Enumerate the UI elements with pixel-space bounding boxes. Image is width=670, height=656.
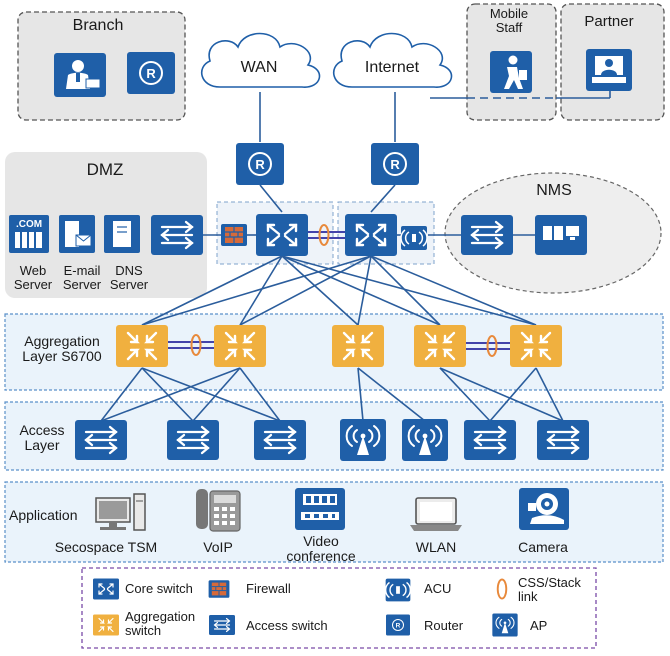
branch-user-icon: [54, 53, 106, 97]
internet-router-icon: [370, 142, 420, 186]
app-label-secospace: Secospace TSM: [54, 539, 158, 555]
legend-ap-icon: [491, 612, 519, 638]
wan-router-icon: [235, 142, 285, 186]
agg-switch-4-icon: [412, 323, 468, 369]
legend-access-switch-label: Access switch: [246, 618, 328, 633]
access-switch-2-icon: [165, 418, 221, 462]
email-server-icon: [59, 215, 95, 253]
partner-label: Partner: [584, 13, 634, 30]
ip-phone-icon: [196, 489, 241, 532]
dns-server-icon: [104, 215, 140, 253]
legend-access-switch-icon: [208, 614, 236, 636]
core-switch-right-icon: [343, 212, 399, 258]
access-switch-1-icon: [73, 418, 129, 462]
video-conference-icon: [295, 488, 345, 530]
mobile-staff-label: Mobile Staff: [489, 6, 529, 35]
agg-switch-5-icon: [508, 323, 564, 369]
app-label-video-conference: Video conference: [286, 533, 356, 564]
aggregation-layer-label: Aggregation Layer S6700: [22, 333, 102, 364]
branch-label: Branch: [72, 17, 124, 34]
app-label-wlan: WLAN: [415, 539, 457, 555]
legend-css-label: CSS/Stack link: [518, 575, 581, 604]
partner-icon: [586, 49, 632, 91]
access-switch-5-icon: [535, 418, 591, 462]
legend-acu-label: ACU: [424, 581, 452, 596]
legend-aggregation-icon: [92, 613, 120, 637]
web-server-icon: .COM: [9, 215, 49, 253]
app-label-camera: Camera: [518, 539, 568, 555]
legend-core-switch-icon: [92, 577, 120, 601]
network-links: [100, 86, 611, 422]
nms-switch-icon: [459, 213, 515, 257]
nms-label: NMS: [536, 182, 572, 199]
internet-label: Internet: [364, 59, 420, 76]
legend-router-label: Router: [424, 618, 464, 633]
branch-router-icon: [126, 51, 176, 95]
agg-switch-3-icon: [330, 323, 386, 369]
app-label-voip: VoIP: [203, 539, 233, 555]
web-server-label: Web Server: [13, 263, 53, 292]
mobile-staff-icon: [490, 51, 532, 93]
legend-acu-icon: [384, 577, 412, 603]
access-switch-3-icon: [252, 418, 308, 462]
agg-switch-1-icon: [114, 323, 170, 369]
dmz-label: DMZ: [86, 160, 124, 179]
access-switch-4-icon: [462, 418, 518, 462]
legend-router-icon: [385, 614, 411, 636]
ap-2-icon: [401, 418, 449, 462]
email-server-label: E-mail Server: [62, 263, 102, 292]
nms-server-icon: [535, 215, 587, 255]
computer-icon: [95, 493, 146, 531]
dot-com-label: .COM: [16, 219, 42, 230]
application-layer-label: Application: [9, 507, 78, 523]
firewall-icon: [220, 223, 248, 247]
camera-icon: [519, 488, 569, 530]
acu-icon: [400, 225, 428, 251]
laptop-icon: [410, 497, 462, 531]
dns-server-label: DNS Server: [109, 263, 149, 292]
agg-switch-2-icon: [212, 323, 268, 369]
wan-label: WAN: [240, 59, 278, 76]
legend-firewall-label: Firewall: [246, 581, 291, 596]
legend-ap-label: AP: [530, 618, 548, 633]
legend-aggregation-label: Aggregation switch: [125, 609, 196, 638]
legend-firewall-icon: [208, 579, 230, 599]
ap-1-icon: [339, 418, 387, 462]
dmz-switch-icon: [149, 213, 205, 257]
core-switch-left-icon: [254, 212, 310, 258]
legend-core-switch-label: Core switch: [125, 581, 193, 596]
access-layer-label: Access Layer: [19, 422, 65, 453]
